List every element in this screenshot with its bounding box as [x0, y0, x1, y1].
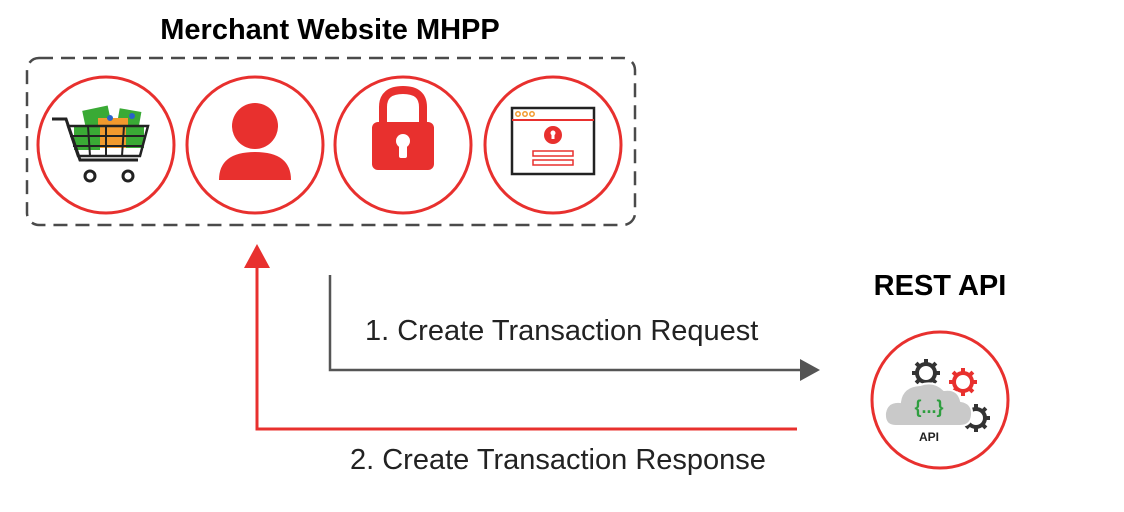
user-icon	[185, 75, 325, 215]
request-arrow	[328, 275, 820, 381]
lock-icon	[333, 75, 473, 215]
api-braces-text: {...}	[914, 397, 943, 417]
request-label: 1. Create Transaction Request	[365, 315, 759, 347]
merchant-container	[25, 56, 637, 227]
response-label: 2. Create Transaction Response	[350, 444, 766, 476]
browser-window-icon	[483, 75, 623, 215]
api-icon-label: API	[919, 430, 939, 444]
cloud-api-gears-icon: {...} API	[870, 330, 1010, 470]
response-arrow	[244, 244, 797, 431]
rest-api-title: REST API	[873, 270, 1007, 302]
merchant-title: Merchant Website MHPP	[160, 14, 500, 46]
shopping-cart-icon	[36, 75, 176, 215]
